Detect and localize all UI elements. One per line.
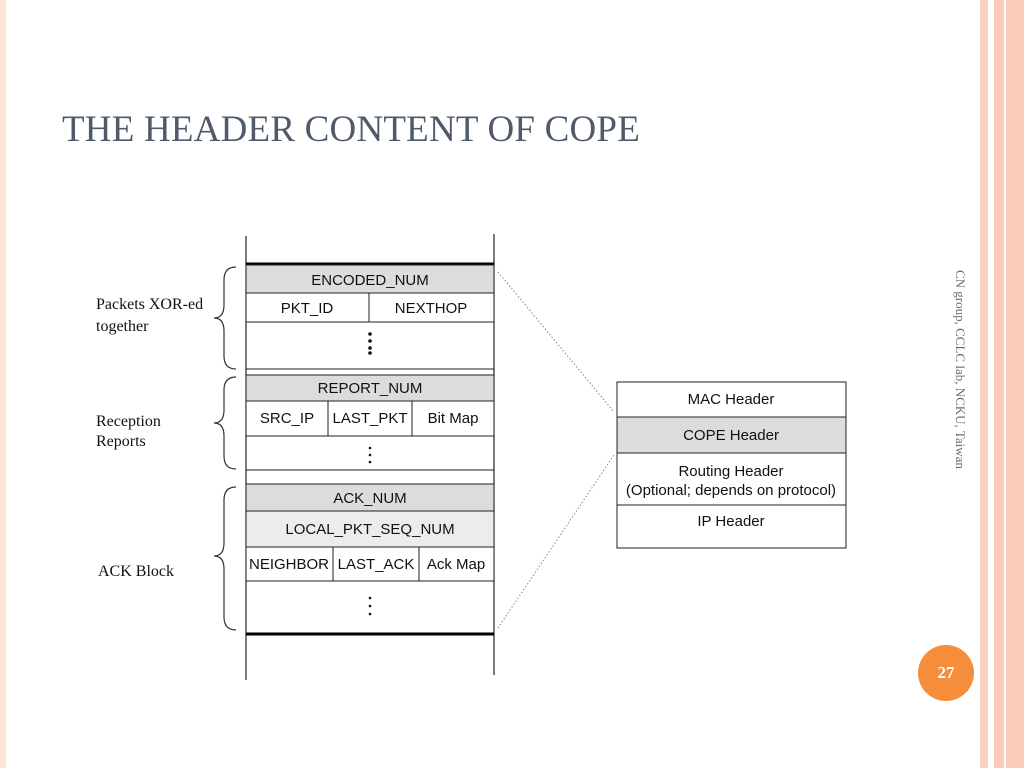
stack-mac-header: [616, 381, 847, 418]
ellipsis-dots: [368, 446, 372, 464]
label-packets-xored: Packets XOR-ed: [96, 296, 203, 313]
page-number-badge: 27: [918, 645, 974, 701]
decor-stripe: [994, 0, 1024, 768]
brace-ack: [213, 486, 237, 631]
field-pkt-id: [245, 292, 370, 323]
label-packets-xored-line2: together: [96, 318, 149, 335]
field-local-pkt-seq-num-text: LOCAL_PKT_SEQ_NUM: [285, 521, 454, 538]
slide-left-border: [0, 0, 6, 768]
field-nexthop: [368, 292, 495, 323]
field-last-ack: [332, 546, 420, 582]
side-caption: CN group, CCLC lab, NCKU, Taiwan: [953, 270, 968, 469]
decor-stripe: [980, 0, 988, 768]
label-ack-block: ACK Block: [98, 563, 174, 580]
label-reception: Reception: [96, 413, 161, 430]
brace-xor: [213, 266, 237, 370]
field-last-pkt-text: LAST_PKT: [332, 410, 407, 427]
field-last-pkt: [327, 400, 413, 437]
field-report-num: [245, 374, 495, 402]
stack-routing-note-text: (Optional; depends on protocol): [626, 482, 836, 499]
ellipsis-dots: [368, 332, 372, 355]
field-ack-map-text: Ack Map: [427, 556, 485, 573]
field-bit-map: [411, 400, 495, 437]
field-src-ip: [245, 400, 329, 437]
field-neighbor: [245, 546, 334, 582]
stack-routing-header-text: Routing Header: [678, 463, 783, 480]
field-ack-num-text: ACK_NUM: [333, 490, 406, 507]
field-pkt-id-text: PKT_ID: [281, 300, 334, 317]
field-ack-map: [418, 546, 495, 582]
stack-cope-header-text: COPE Header: [683, 427, 779, 444]
field-ack-num: [245, 483, 495, 512]
ellipsis-dots: [368, 596, 372, 616]
stack-ip-header-text: IP Header: [697, 513, 764, 530]
field-src-ip-text: SRC_IP: [260, 410, 314, 427]
stack-routing-header: [616, 452, 847, 506]
field-last-ack-text: LAST_ACK: [338, 556, 415, 573]
field-report-num-text: REPORT_NUM: [318, 380, 423, 397]
field-local-pkt-seq-num: [245, 510, 495, 548]
field-neighbor-text: NEIGHBOR: [249, 556, 329, 573]
label-reports: Reports: [96, 433, 146, 450]
field-encoded-num-text: ENCODED_NUM: [311, 272, 429, 289]
brace-reports: [213, 376, 237, 470]
stack-ip-header: [616, 504, 847, 549]
decor-stripe: [1004, 0, 1006, 768]
slide-title: THE HEADER CONTENT OF COPE: [62, 109, 641, 150]
decor-stripe: [988, 0, 994, 768]
stack-cope-header: [616, 416, 847, 454]
stack-mac-header-text: MAC Header: [688, 391, 775, 408]
zoom-connector-bottom: [497, 454, 615, 629]
field-nexthop-text: NEXTHOP: [395, 300, 468, 317]
zoom-connector-top: [497, 271, 615, 413]
field-bit-map-text: Bit Map: [428, 410, 479, 427]
